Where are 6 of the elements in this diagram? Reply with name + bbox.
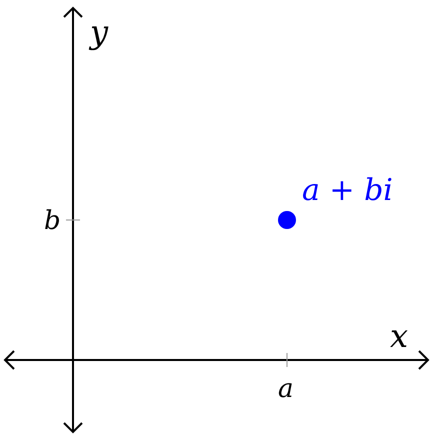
tick-label: b (44, 208, 61, 234)
point-marker (278, 211, 296, 229)
axis-label: x (390, 320, 408, 352)
axis-label: y (90, 16, 108, 48)
point-label: a + bi (302, 176, 393, 206)
tick-label: a (278, 376, 294, 402)
